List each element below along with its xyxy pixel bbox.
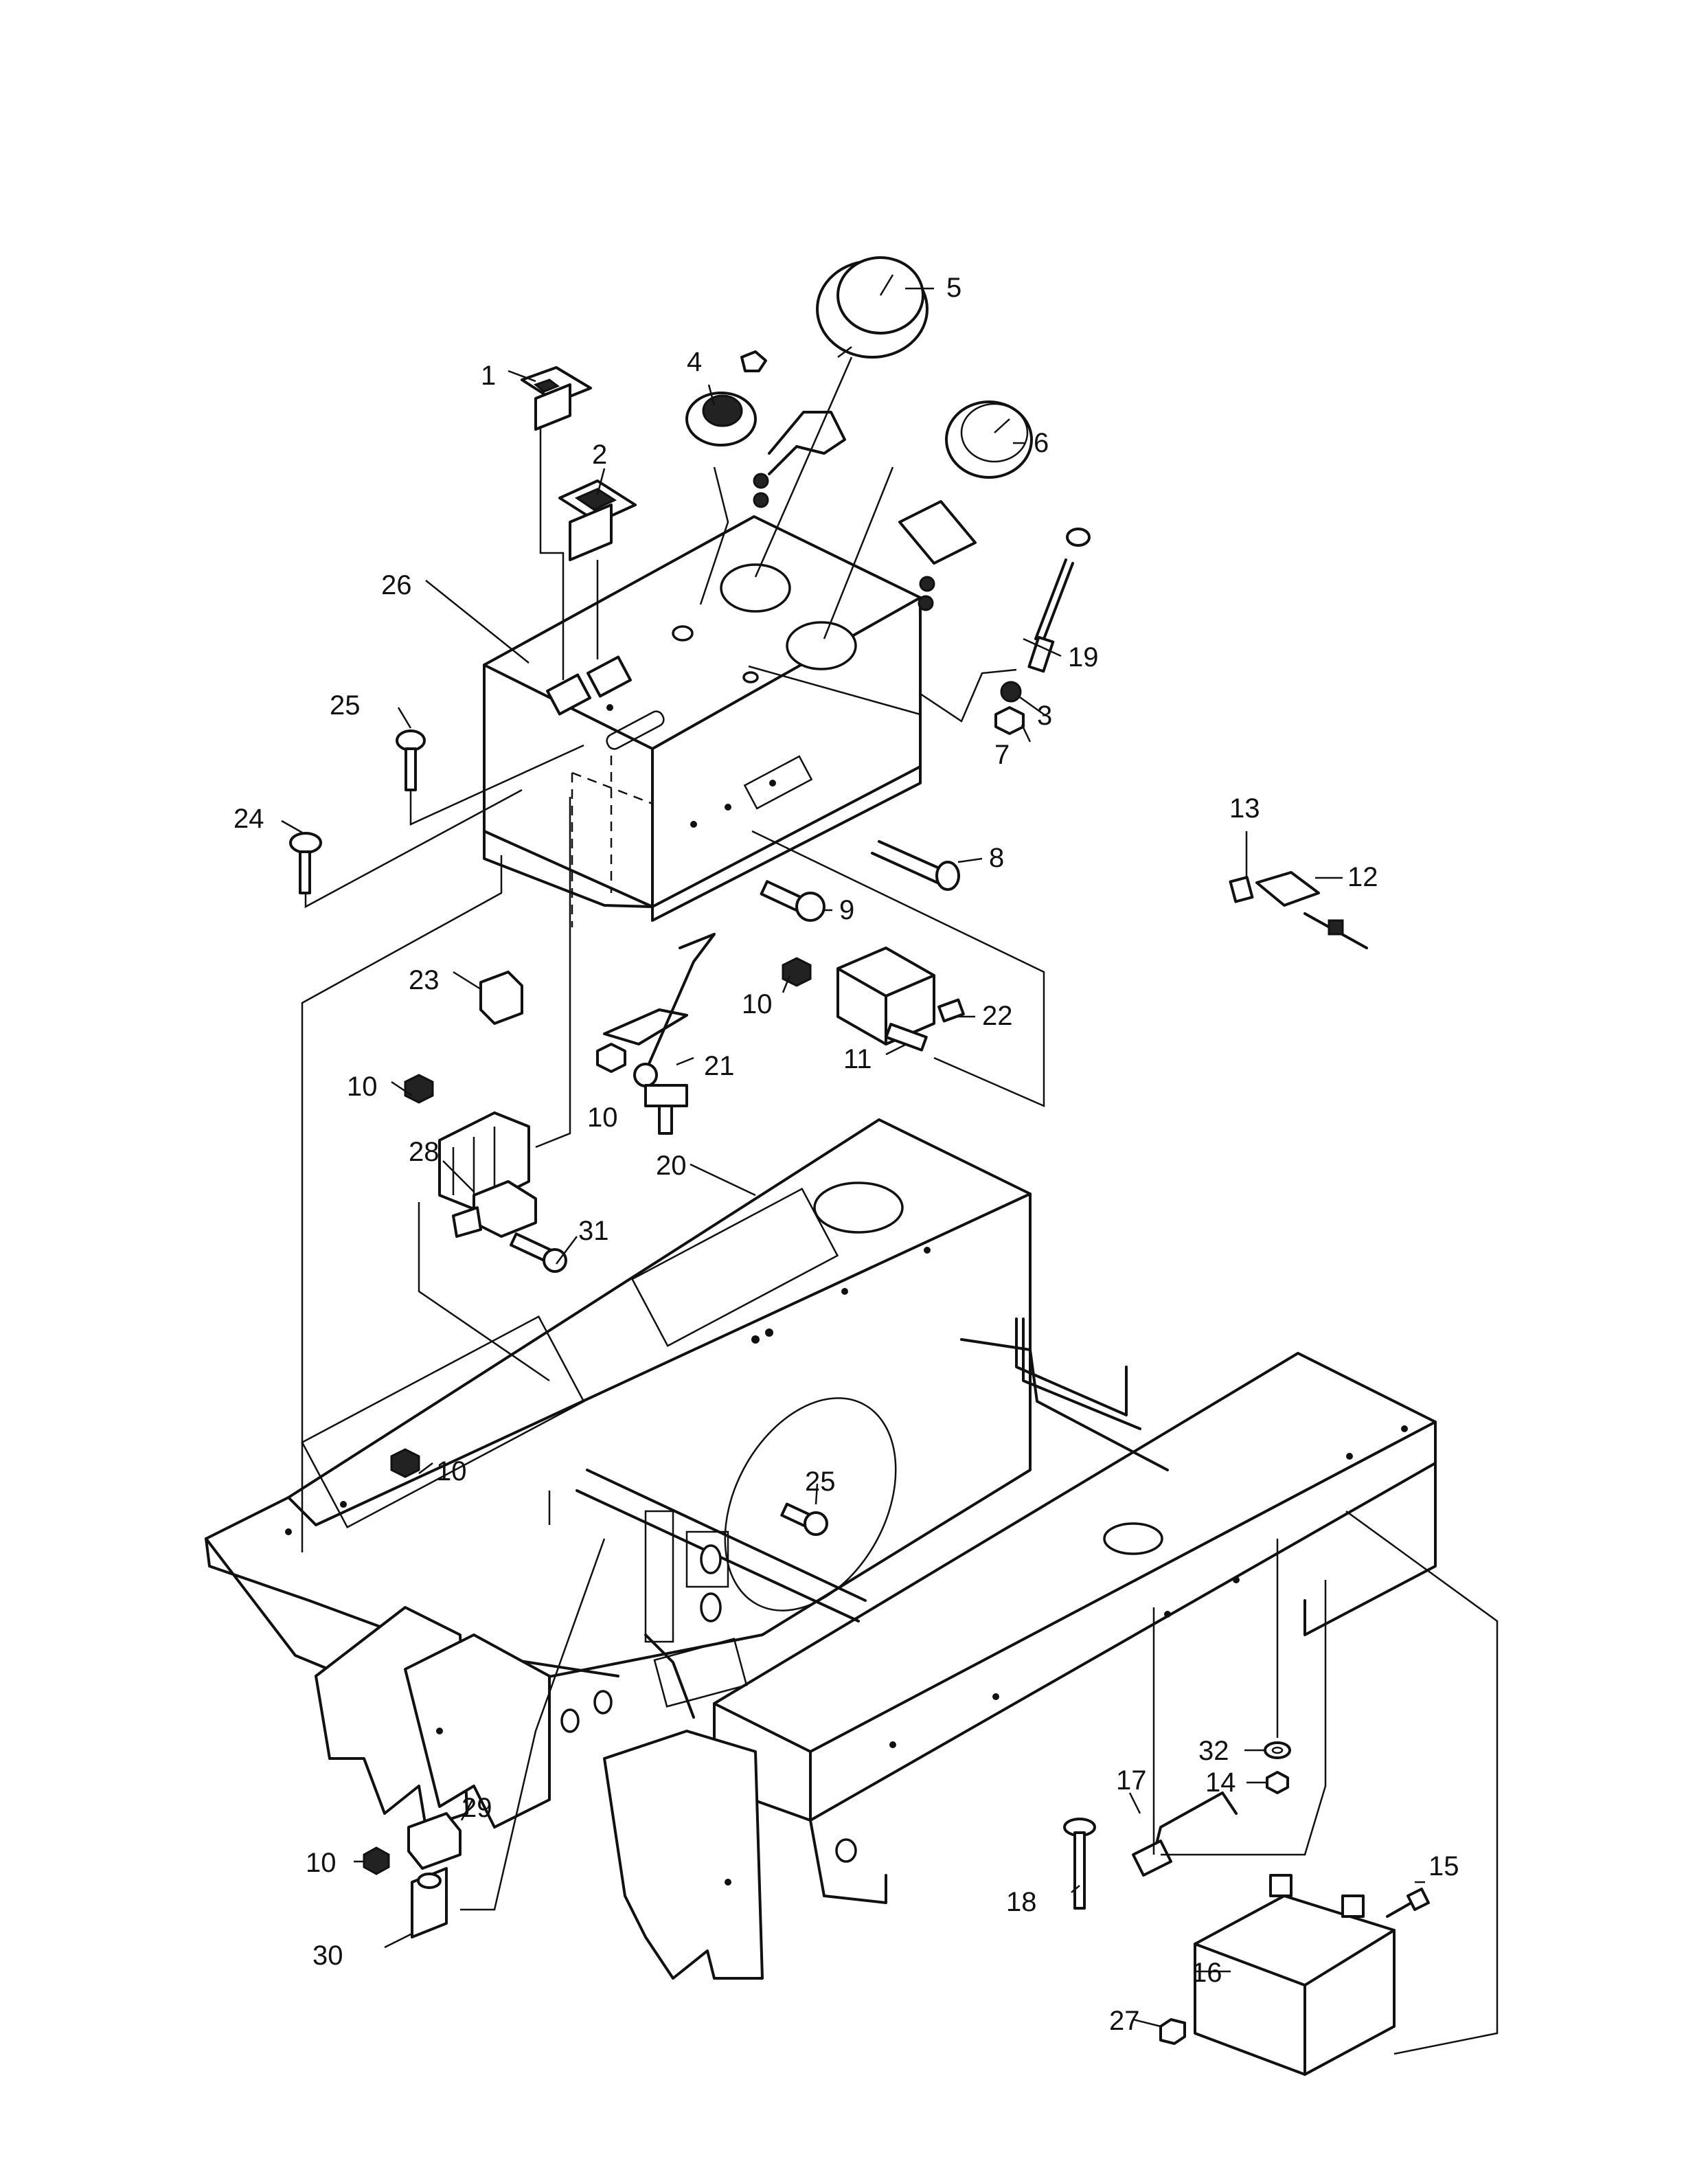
callout-10-lower: 10 [306, 1848, 337, 1878]
bolt-25-lower [780, 1502, 828, 1536]
callout-9: 9 [839, 895, 854, 925]
bolt-18 [1063, 1818, 1096, 1910]
callout-10-dash-mid: 10 [587, 1102, 618, 1133]
callout-28: 28 [409, 1137, 440, 1167]
callout-27: 27 [1109, 2006, 1140, 2036]
callout-16: 16 [1192, 1958, 1222, 1988]
callout-23: 23 [409, 965, 440, 995]
callout-2: 2 [592, 440, 607, 470]
callout-29: 29 [462, 1793, 492, 1823]
dash-panel [483, 515, 922, 927]
callout-10-dash-left: 10 [347, 1072, 378, 1102]
switch-28 [452, 1180, 537, 1238]
bolt-31 [510, 1232, 567, 1273]
callout-10-frame: 10 [436, 1456, 467, 1486]
callout-22: 22 [982, 1001, 1013, 1031]
rocker-switch-small [521, 366, 592, 431]
linkage [603, 933, 716, 1135]
battery-bracket [1132, 1791, 1238, 1877]
gauge-large [816, 256, 929, 359]
connector-12-13 [1229, 871, 1368, 949]
callout-7: 7 [994, 740, 1010, 770]
callout-25-upper: 25 [330, 690, 361, 721]
nut-27 [1159, 2018, 1186, 2045]
battery [1194, 1874, 1396, 2076]
callout-11: 11 [843, 1044, 872, 1074]
washer-nut [1264, 1741, 1291, 1794]
screw-15 [1386, 1888, 1430, 1918]
gauge-small [898, 400, 1033, 565]
callout-15: 15 [1428, 1851, 1459, 1881]
assembly-lines [301, 357, 1499, 2055]
relay-23 [479, 971, 523, 1025]
callout-1: 1 [481, 361, 496, 391]
callout-10-dash-right: 10 [742, 989, 773, 1019]
callout-18: 18 [1006, 1887, 1037, 1917]
choke-cable [1027, 528, 1091, 673]
callout-5: 5 [946, 273, 961, 303]
screw-8 [871, 840, 960, 891]
bolt-25-upper [396, 729, 426, 791]
nuts-3-7 [994, 681, 1025, 735]
callout-4: 4 [687, 347, 702, 377]
callout-24: 24 [234, 804, 264, 834]
callout-19: 19 [1068, 642, 1099, 672]
callout-20: 20 [656, 1151, 687, 1181]
callout-31: 31 [578, 1216, 609, 1246]
callout-14: 14 [1205, 1767, 1236, 1798]
callout-26: 26 [381, 570, 412, 600]
callout-13: 13 [1229, 793, 1260, 824]
knob [685, 350, 767, 446]
ignition-switch [836, 947, 965, 1052]
callout-32: 32 [1198, 1736, 1229, 1766]
callout-17: 17 [1116, 1765, 1147, 1796]
parts-29-30 [407, 1812, 462, 1938]
callout-30: 30 [312, 1941, 343, 1971]
rocker-switch-large [558, 479, 637, 561]
bolt-24 [289, 832, 322, 894]
callout-3: 3 [1037, 701, 1052, 731]
callout-12: 12 [1347, 862, 1378, 892]
bolt-9 [760, 880, 825, 922]
callout-25-frame: 25 [805, 1467, 836, 1497]
callout-leaders [281, 287, 1425, 2028]
callout-6: 6 [1034, 428, 1049, 458]
main-frame [205, 1118, 1437, 1980]
callout-8: 8 [989, 843, 1004, 873]
gauge-bracket [753, 411, 935, 611]
callout-labels: 1 2 3 4 5 6 7 8 9 10 10 10 10 10 11 12 1… [234, 273, 1459, 2036]
callout-21: 21 [704, 1051, 735, 1081]
